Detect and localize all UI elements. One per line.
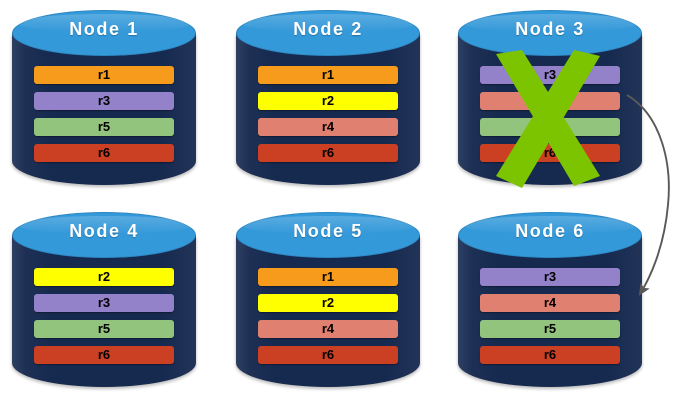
record-list: r1 r2 r4 r6 [258,268,398,364]
node-label: Node 3 [515,19,585,39]
record-bar[interactable]: r6 [34,346,174,364]
record-bar[interactable]: r5 [34,118,174,136]
node-label: Node 2 [293,19,363,39]
node-cylinder-5[interactable]: Node 5 r1 r2 r4 r6 [236,212,420,387]
record-bar[interactable]: r4 [258,320,398,338]
record-bar[interactable]: r3 [480,268,620,286]
node-label: Node 4 [69,221,139,241]
record-bar[interactable]: r3 [34,92,174,110]
record-bar[interactable]: r4 [480,294,620,312]
record-bar[interactable]: r6 [480,346,620,364]
cylinder-top-ellipse [236,10,420,56]
node-label: Node 1 [69,19,139,39]
record-list: r3 r4 r5 r6 [480,66,620,162]
node-cylinder-1[interactable]: Node 1 r1 r3 r5 r6 [12,10,196,185]
record-bar[interactable]: r2 [258,92,398,110]
record-bar[interactable]: r5 [480,320,620,338]
record-bar[interactable]: r4 [258,118,398,136]
record-list: r1 r3 r5 r6 [34,66,174,162]
node-cylinder-3[interactable]: Node 3 r3 r4 r5 r6 [458,10,642,188]
cylinder-top-ellipse [458,10,642,56]
record-bar[interactable]: r5 [34,320,174,338]
cylinder-top-ellipse [12,212,196,258]
record-bar[interactable]: r1 [34,66,174,84]
record-bar[interactable]: r6 [258,346,398,364]
record-bar[interactable]: r3 [480,66,620,84]
record-bar[interactable]: r5 [480,118,620,136]
record-bar[interactable]: r4 [480,92,620,110]
record-list: r2 r3 r5 r6 [34,268,174,364]
record-list: r1 r2 r4 r6 [258,66,398,162]
record-bar[interactable]: r1 [258,66,398,84]
record-list: r3 r4 r5 r6 [480,268,620,364]
record-bar[interactable]: r1 [258,268,398,286]
cylinder-top-ellipse [458,212,642,258]
node-label: Node 5 [293,221,363,241]
cylinder-top-ellipse [236,212,420,258]
node-cylinder-2[interactable]: Node 2 r1 r2 r4 r6 [236,10,420,185]
record-bar[interactable]: r6 [34,144,174,162]
record-bar[interactable]: r2 [258,294,398,312]
record-bar[interactable]: r6 [258,144,398,162]
cylinder-top-ellipse [12,10,196,56]
node-label: Node 6 [515,221,585,241]
node-cylinder-4[interactable]: Node 4 r2 r3 r5 r6 [12,212,196,387]
node-cylinder-6[interactable]: Node 6 r3 r4 r5 r6 [458,212,642,387]
record-bar[interactable]: r2 [34,268,174,286]
record-bar[interactable]: r3 [34,294,174,312]
record-bar[interactable]: r6 [480,144,620,162]
